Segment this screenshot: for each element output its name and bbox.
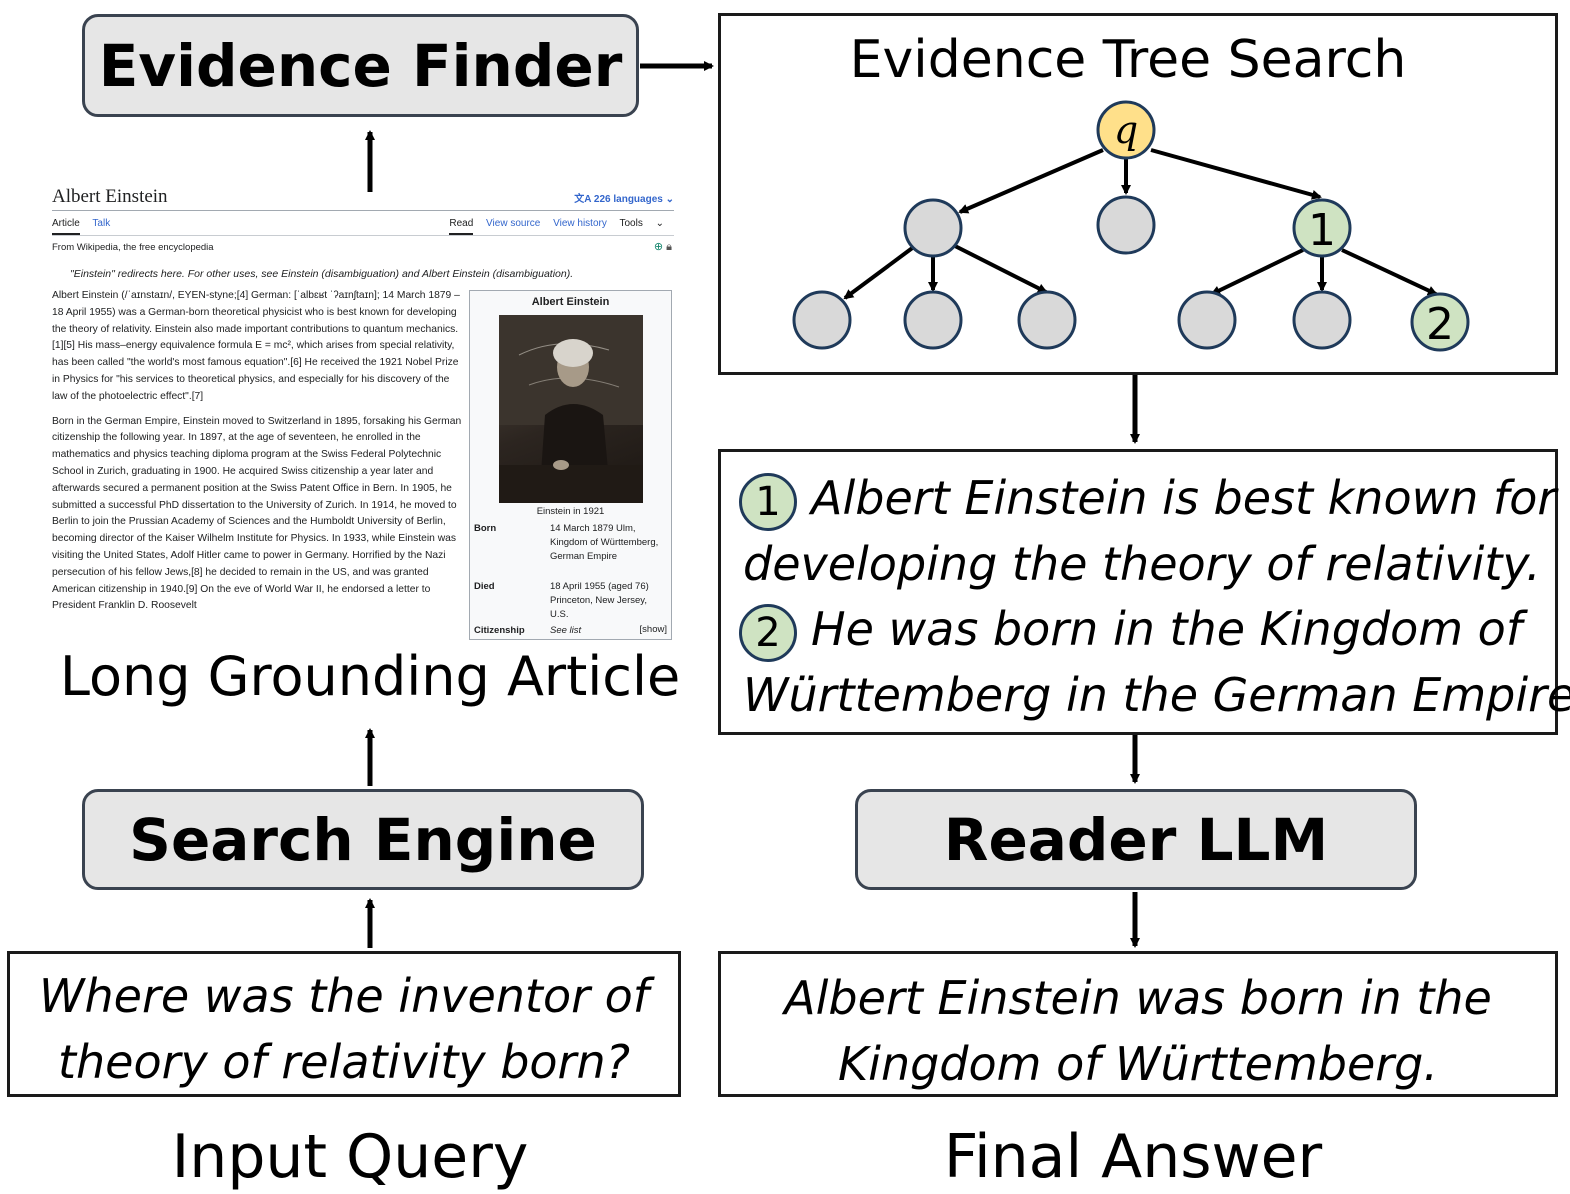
tree-node: [1096, 195, 1156, 255]
evidence-tree-title: Evidence Tree Search: [849, 30, 1407, 90]
tree-node-evidence-2: [1410, 292, 1470, 352]
evidence-panel: 1 Albert Einstein is best known for devel…: [718, 449, 1570, 735]
evidence-tree-panel: [718, 13, 1558, 375]
article-title: Albert Einstein: [52, 186, 168, 207]
hatnote: "Einstein" redirects here. For other use…: [70, 268, 574, 280]
article-caption: Long Grounding Article: [59, 645, 681, 708]
evidence-finder-box: Evidence Finder: [82, 14, 639, 117]
tree-node: [792, 290, 852, 350]
tree-node: [1292, 290, 1352, 350]
reader-llm-box: Reader LLM: [855, 789, 1417, 890]
input-query-box: Where was the inventor of theory of rela…: [7, 951, 681, 1097]
evidence-text-2-line2: Württemberg in the German Empire.: [743, 668, 1570, 722]
protection-icons: ⊕ 🔒︎: [654, 240, 672, 254]
evidence-text-1-part1: Albert Einstein is best known for: [811, 471, 1557, 525]
search-engine-label: Search Engine: [129, 805, 597, 874]
answer-line-2: Kingdom of Württemberg.: [838, 1037, 1438, 1091]
portrait-photo: [499, 315, 643, 503]
tree-edge: [1341, 248, 1438, 296]
tab-article[interactable]: Article: [52, 218, 80, 235]
grounding-article: Albert Einstein 文A 226 languages ⌄ Artic…: [52, 182, 674, 640]
evidence-finder-label: Evidence Finder: [98, 31, 623, 100]
final-answer-box: Albert Einstein was born in the Kingdom …: [718, 951, 1558, 1097]
article-tabs: Article Talk: [52, 218, 120, 235]
query-line-1: Where was the inventor of: [39, 969, 649, 1023]
infobox-title: Albert Einstein: [531, 296, 610, 308]
photo-caption: Einstein in 1921: [536, 506, 605, 517]
evidence-marker-2: 2: [739, 603, 797, 662]
tab-tools[interactable]: Tools: [619, 218, 643, 229]
chevron-down-icon: ⌄: [652, 218, 664, 229]
view-tabs: Read View source View history Tools ⌄: [449, 218, 674, 235]
query-line-2: theory of relativity born?: [57, 1035, 631, 1089]
tree-root-label: q: [1114, 108, 1138, 152]
tree-node-root: [1096, 100, 1156, 160]
evidence-text-1-line2: developing the theory of relativity.: [743, 537, 1541, 591]
evidence-text-2-part1: He was born in the Kingdom of: [811, 602, 1523, 656]
tree-node-1-label: 1: [1308, 205, 1336, 256]
tree-node: [1177, 290, 1237, 350]
chevron-down-icon: ⌄: [662, 194, 674, 205]
lock-icon: 🔒︎: [666, 241, 672, 253]
tree-node: [903, 198, 963, 258]
answer-line-1: Albert Einstein was born in the: [784, 971, 1492, 1025]
translate-icon: 文A: [574, 194, 594, 205]
article-paragraph-2: Born in the German Empire, Einstein move…: [52, 415, 462, 612]
tab-view-history[interactable]: View history: [553, 218, 607, 229]
citizenship-label: Citizenship: [474, 625, 525, 636]
evidence-text-1-line1: 1 Albert Einstein is best known for: [739, 466, 1556, 531]
tree-edge: [1150, 148, 1322, 200]
tree-edge: [1210, 248, 1304, 296]
evidence-text-2-line1: 2 He was born in the Kingdom of: [739, 597, 1522, 662]
citizenship-value: See list: [550, 625, 582, 636]
divider: [52, 235, 674, 236]
tree-node-evidence-1: [1292, 198, 1352, 258]
tab-read[interactable]: Read: [449, 218, 474, 235]
tree-edge: [958, 148, 1104, 214]
article-body: Albert Einstein (/ˈaɪnstaɪn/, EYEN-styne…: [52, 288, 462, 623]
infobox: Albert Einstein Einstein in 1921 Born 14…: [469, 290, 672, 640]
tree-edge: [843, 244, 917, 300]
article-source-note: From Wikipedia, the free encyclopedia: [52, 242, 214, 253]
reader-llm-label: Reader LLM: [943, 805, 1329, 874]
input-caption: Input Query: [171, 1122, 529, 1192]
output-caption: Final Answer: [943, 1122, 1323, 1192]
tab-view-source[interactable]: View source: [486, 218, 541, 229]
born-value: 14 March 1879 Ulm, Kingdom of Württember…: [550, 523, 659, 562]
languages-link[interactable]: 文A 226 languages ⌄: [574, 190, 674, 205]
plus-circle-icon: ⊕: [653, 241, 664, 253]
died-label: Died: [474, 581, 495, 592]
languages-label: 226 languages: [593, 194, 663, 205]
show-toggle[interactable]: [show]: [639, 624, 667, 635]
article-paragraph-1: Albert Einstein (/ˈaɪnstaɪn/, EYEN-styne…: [52, 290, 460, 402]
evidence-marker-1: 1: [739, 472, 797, 531]
tree-node: [903, 290, 963, 350]
divider: [52, 210, 674, 211]
died-value: 18 April 1955 (aged 76) Princeton, New J…: [550, 581, 649, 620]
tree-node-2-label: 2: [1426, 299, 1454, 350]
tree-node: [1017, 290, 1077, 350]
tree-edge: [954, 244, 1048, 294]
born-label: Born: [474, 523, 497, 534]
tab-talk[interactable]: Talk: [92, 218, 111, 229]
search-engine-box: Search Engine: [82, 789, 644, 890]
